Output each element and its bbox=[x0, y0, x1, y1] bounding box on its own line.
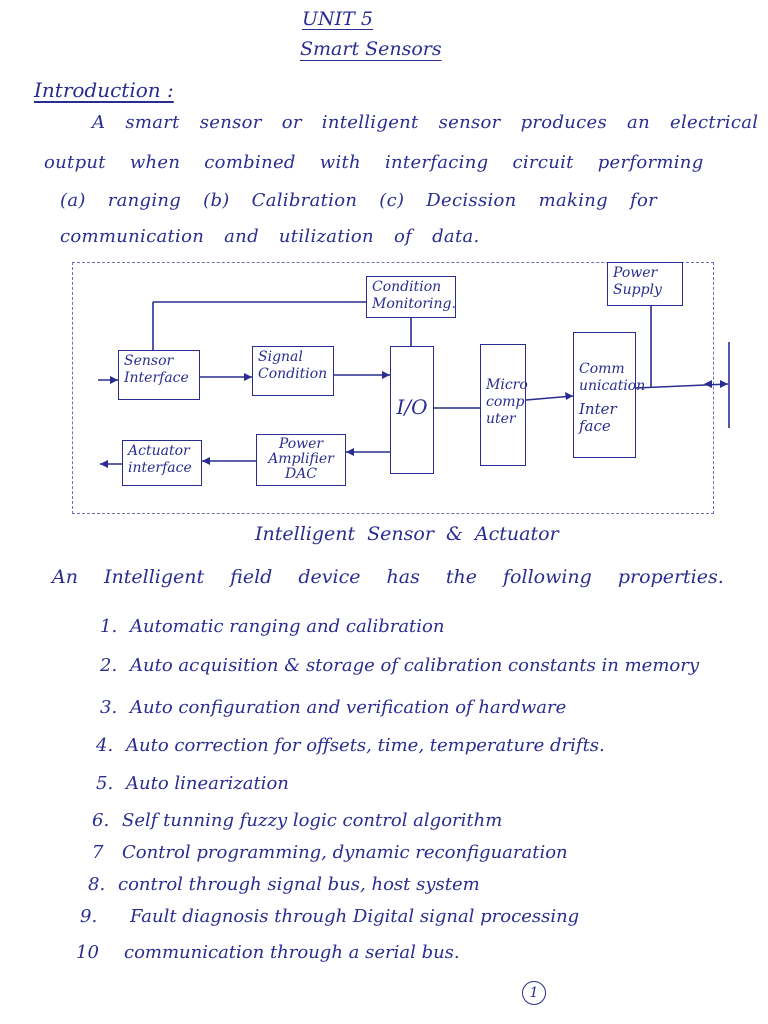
property-item: 9. Fault diagnosis through Digital signal… bbox=[80, 906, 579, 927]
introduction-heading: Introduction : bbox=[34, 78, 174, 102]
property-number: 4. bbox=[96, 735, 114, 756]
property-item: 8. control through signal bus, host syste… bbox=[88, 874, 480, 895]
intro-line-4: communication and utilization of data. bbox=[60, 226, 480, 247]
property-number: 9. bbox=[80, 906, 98, 927]
communication-interface-label-bottom: Inter face bbox=[579, 400, 617, 435]
property-text: Automatic ranging and calibration bbox=[130, 616, 445, 637]
communication-interface-label-top: Comm unication bbox=[579, 361, 646, 394]
sensor-interface-block: Sensor Interface bbox=[118, 350, 200, 400]
property-text: communication through a serial bus. bbox=[124, 942, 460, 963]
properties-heading: An Intelligent field device has the foll… bbox=[52, 566, 724, 588]
property-text: Auto configuration and verification of h… bbox=[130, 697, 567, 718]
intro-line-2: output when combined with interfacing ci… bbox=[44, 152, 704, 173]
property-text: Fault diagnosis through Digital signal p… bbox=[130, 906, 580, 927]
intro-line-3: (a) ranging (b) Calibration (c) Decissio… bbox=[60, 190, 658, 211]
property-item: 4. Auto correction for offsets, time, tem… bbox=[96, 735, 605, 756]
io-block: I/O bbox=[390, 346, 434, 474]
communication-interface-block: Comm unication Inter face bbox=[573, 332, 646, 458]
property-item: 6. Self tunning fuzzy logic control algor… bbox=[92, 810, 502, 831]
micro-computer-block: Micro comp uter bbox=[480, 344, 528, 466]
unit-heading: UNIT 5 bbox=[302, 8, 373, 30]
property-item: 5. Auto linearization bbox=[96, 773, 289, 794]
property-item: 2. Auto acquisition & storage of calibrat… bbox=[100, 655, 699, 676]
diagram-dashed-boundary bbox=[72, 262, 714, 514]
intro-line-1: A smart sensor or intelligent sensor pro… bbox=[92, 112, 759, 133]
property-number: 7 bbox=[92, 842, 104, 863]
property-text: Auto correction for offsets, time, tempe… bbox=[126, 735, 605, 756]
property-number: 1. bbox=[100, 616, 118, 637]
property-number: 2. bbox=[100, 655, 118, 676]
property-text: Auto acquisition & storage of calibratio… bbox=[130, 655, 700, 676]
property-text: Auto linearization bbox=[126, 773, 289, 794]
property-number: 8. bbox=[88, 874, 106, 895]
property-text: Control programming, dynamic reconfiguar… bbox=[122, 842, 568, 863]
signal-condition-block: Signal Condition bbox=[252, 346, 334, 396]
power-amplifier-dac-block: Power Amplifier DAC bbox=[256, 434, 346, 486]
property-text: control through signal bus, host system bbox=[118, 874, 480, 895]
property-item: 3. Auto configuration and verification of… bbox=[100, 697, 566, 718]
diagram-caption: Intelligent Sensor & Actuator bbox=[255, 523, 559, 545]
property-number: 6. bbox=[92, 810, 110, 831]
property-number: 3. bbox=[100, 697, 118, 718]
property-text: Self tunning fuzzy logic control algorit… bbox=[122, 810, 503, 831]
property-item: 10 communication through a serial bus. bbox=[76, 942, 460, 963]
power-supply-block: Power Supply bbox=[607, 262, 683, 306]
property-item: 7 Control programming, dynamic reconfigua… bbox=[92, 842, 568, 863]
condition-monitoring-block: Condition Monitoring. bbox=[366, 276, 456, 318]
property-number: 5. bbox=[96, 773, 114, 794]
property-item: 1. Automatic ranging and calibration bbox=[100, 616, 444, 637]
page-number: 1 bbox=[522, 981, 546, 1005]
property-number: 10 bbox=[76, 942, 99, 963]
page-title: Smart Sensors bbox=[300, 38, 442, 60]
actuator-interface-block: Actuator interface bbox=[122, 440, 202, 486]
